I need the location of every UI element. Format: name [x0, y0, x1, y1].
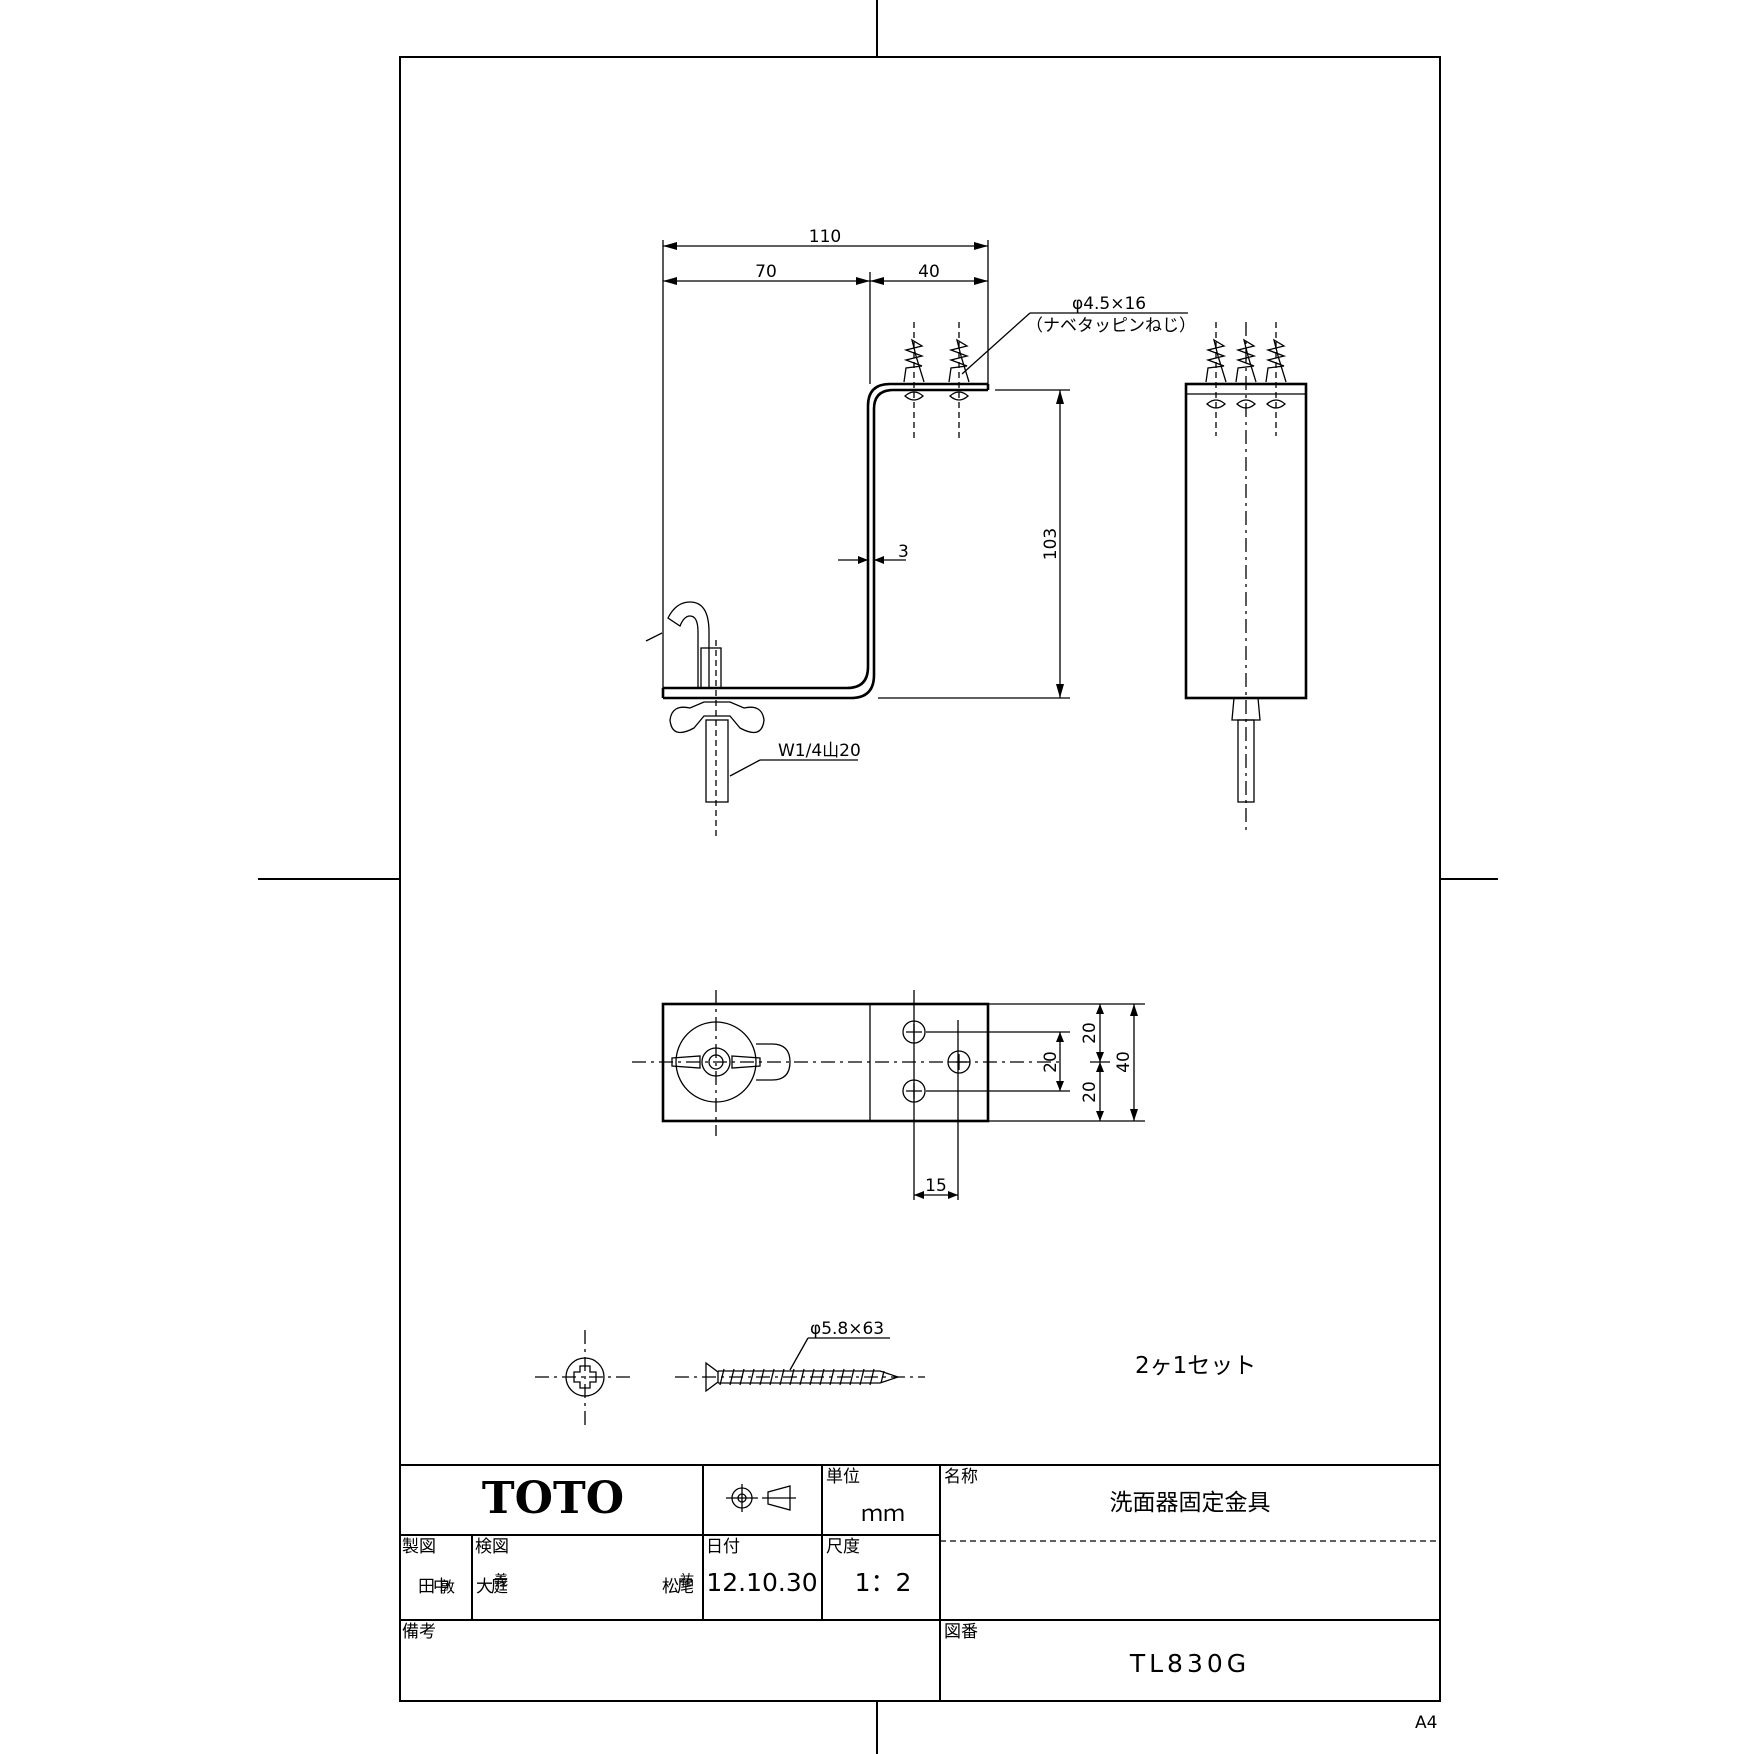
name-value: 洗面器固定金具	[1110, 1490, 1271, 1516]
name-label: 名称	[944, 1467, 978, 1487]
title-block: TOTO 単位 ｍｍ 名称 洗面器固定金具 製図 田中 敦 検図 大庭 義 松尾…	[400, 1464, 1440, 1701]
dim-plan-40: 40	[1114, 1051, 1134, 1073]
dim-plan-20-bottom: 20	[1080, 1081, 1100, 1103]
checked-label: 検図	[475, 1537, 509, 1557]
dim-overall-width: 110	[809, 227, 841, 247]
wood-screw-view: φ5.8×63	[535, 1319, 925, 1425]
dimension-height-103: 103	[1041, 390, 1064, 698]
third-angle-projection-symbol	[726, 1484, 796, 1512]
screw-spec-label: φ4.5×16	[1072, 294, 1146, 314]
checked-stamp-2-given: 祐	[680, 1573, 694, 1589]
checked-stamp-1-given: 義	[494, 1572, 508, 1589]
date-label: 日付	[706, 1537, 740, 1557]
scale-value: 1：2	[855, 1568, 912, 1597]
bolt-spec-label: W1/4山20	[778, 741, 861, 761]
wood-screw-spec-label: φ5.8×63	[810, 1319, 884, 1339]
drawing-number-value: TL830G	[1129, 1649, 1250, 1678]
paper-size-label: A4	[1415, 1713, 1437, 1733]
drawing-number-label: 図番	[944, 1622, 978, 1642]
drawn-label: 製図	[402, 1537, 436, 1557]
toto-logo: TOTO	[482, 1473, 624, 1524]
dimension-thickness-3: 3	[838, 542, 909, 564]
dim-plan-20-mid: 20	[1041, 1051, 1061, 1073]
dim-left-width: 70	[755, 262, 777, 282]
checked-stamp-2-surname: 松尾	[662, 1577, 694, 1597]
front-view-bracket	[661, 240, 1070, 700]
drawing-border	[258, 0, 1498, 1754]
dimension-70-40: 70 40	[663, 262, 988, 285]
remarks-label: 備考	[402, 1622, 436, 1642]
screw-note-label: （ナベタッピンねじ）	[1026, 316, 1196, 336]
dim-plan-20-top: 20	[1080, 1022, 1100, 1044]
side-view-bracket	[1184, 322, 1308, 835]
unit-value: ｍｍ	[861, 1502, 905, 1527]
date-value: 12.10.30	[706, 1568, 817, 1597]
drawn-stamp-given: 敦	[440, 1578, 455, 1596]
unit-label: 単位	[826, 1467, 860, 1487]
front-j-bolt-wing-nut: W1/4山20	[645, 601, 861, 836]
plan-view-bracket	[632, 990, 1145, 1200]
set-note: 2ヶ1セット	[1135, 1353, 1256, 1379]
scale-label: 尺度	[826, 1537, 860, 1557]
plan-dimensions: 20 20 20 40 15	[914, 1004, 1138, 1199]
dim-plan-15: 15	[925, 1176, 947, 1196]
dim-height: 103	[1041, 528, 1061, 560]
dim-right-width: 40	[918, 262, 940, 282]
drawn-stamp-surname: 田中	[418, 1577, 449, 1597]
dimension-110: 110	[663, 227, 988, 250]
dim-thickness: 3	[898, 542, 909, 562]
front-tapping-screws: φ4.5×16 （ナベタッピンねじ）	[903, 294, 1196, 442]
checked-stamp-1-surname: 大庭	[476, 1577, 508, 1597]
